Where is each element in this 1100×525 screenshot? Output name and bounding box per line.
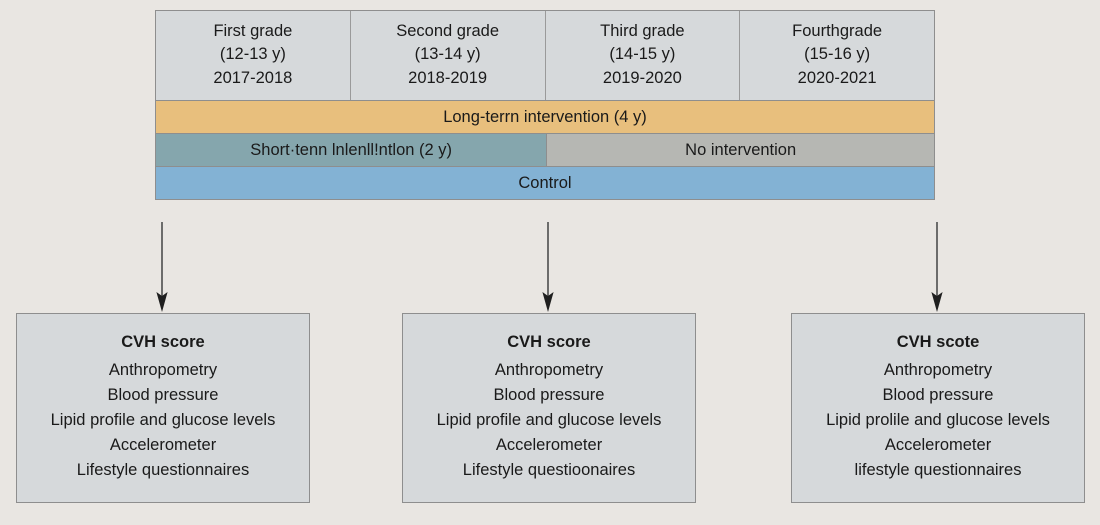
outcome-item: Blood pressure [493, 385, 605, 404]
no-intervention-bar: No intervention [547, 134, 934, 167]
grade-name: First grade [213, 22, 293, 40]
outcome-item: Lifestyle questioonaires [462, 461, 636, 480]
grade-column-first: First grade (12-13 y) 2017-2018 [156, 11, 351, 101]
grade-years: 2019-2020 [602, 68, 682, 87]
arrow-down-icon-3 [931, 222, 943, 312]
outcome-item: Accelerometer [109, 436, 217, 455]
outcome-item: Lipid profile and glucose levels [436, 410, 662, 429]
outcome-item: Anthropometry [883, 360, 993, 379]
outcome-item: Lipid prolile and glucose levels [826, 410, 1050, 429]
outcome-item: Accelerometer [884, 436, 992, 455]
grade-header-row: First grade (12-13 y) 2017-2018 Second g… [155, 10, 935, 102]
arrow-down-icon-1 [156, 222, 168, 312]
grade-ages: (12-13 y) [219, 45, 286, 64]
outcome-item: Blood pressure [882, 385, 994, 404]
arrow-down-icon-2 [542, 222, 554, 312]
grade-name: Fourthgrade [792, 22, 883, 40]
short-term-intervention-bar: Short·tenn lnlenll!ntlon (2 y) [156, 134, 548, 167]
grade-years: 2018-2019 [408, 68, 488, 87]
outcome-box-1: CVH score Anthropometry Blood pressure L… [16, 313, 310, 503]
grade-ages: (15-16 y) [804, 45, 871, 64]
timeline-stack: First grade (12-13 y) 2017-2018 Second g… [155, 10, 935, 201]
outcome-item: Accelerometer [495, 436, 603, 455]
grade-name: Third grade [600, 22, 685, 40]
grade-years: 2017-2018 [213, 68, 293, 87]
grade-column-fourth: Fourthgrade (15-16 y) 2020-2021 [740, 11, 934, 100]
outcome-item: Blood pressure [107, 385, 219, 404]
outcome-item: Lipid profile and glucose levels [50, 410, 276, 429]
outcome-item: lifestyle questionnaires [854, 461, 1022, 480]
outcome-box-2: CVH score Anthropometry Blood pressure L… [402, 313, 696, 503]
grade-name: Second grade [396, 22, 499, 40]
long-term-intervention-bar: Long-terrn intervention (4 y) [155, 101, 935, 135]
outcome-title: CVH score [121, 332, 205, 351]
outcome-box-3: CVH scote Anthropometry Blood pressure L… [791, 313, 1085, 503]
grade-ages: (13-14 y) [414, 45, 481, 64]
outcome-item: Anthropometry [108, 360, 218, 379]
grade-years: 2020-2021 [797, 68, 877, 87]
control-bar: Control [155, 167, 935, 201]
grade-ages: (14-15 y) [609, 45, 676, 64]
grade-column-third: Third grade (14-15 y) 2019-2020 [546, 11, 741, 101]
outcome-title: CVH score [507, 332, 591, 351]
grade-column-second: Second grade (13-14 y) 2018-2019 [351, 11, 546, 101]
short-term-and-no-intervention-row: Short·tenn lnlenll!ntlon (2 y) No interv… [155, 134, 935, 168]
outcome-item: Anthropometry [494, 360, 604, 379]
outcome-item: Lifestyle questionnaires [76, 461, 250, 480]
outcome-title: CVH scote [896, 332, 980, 351]
